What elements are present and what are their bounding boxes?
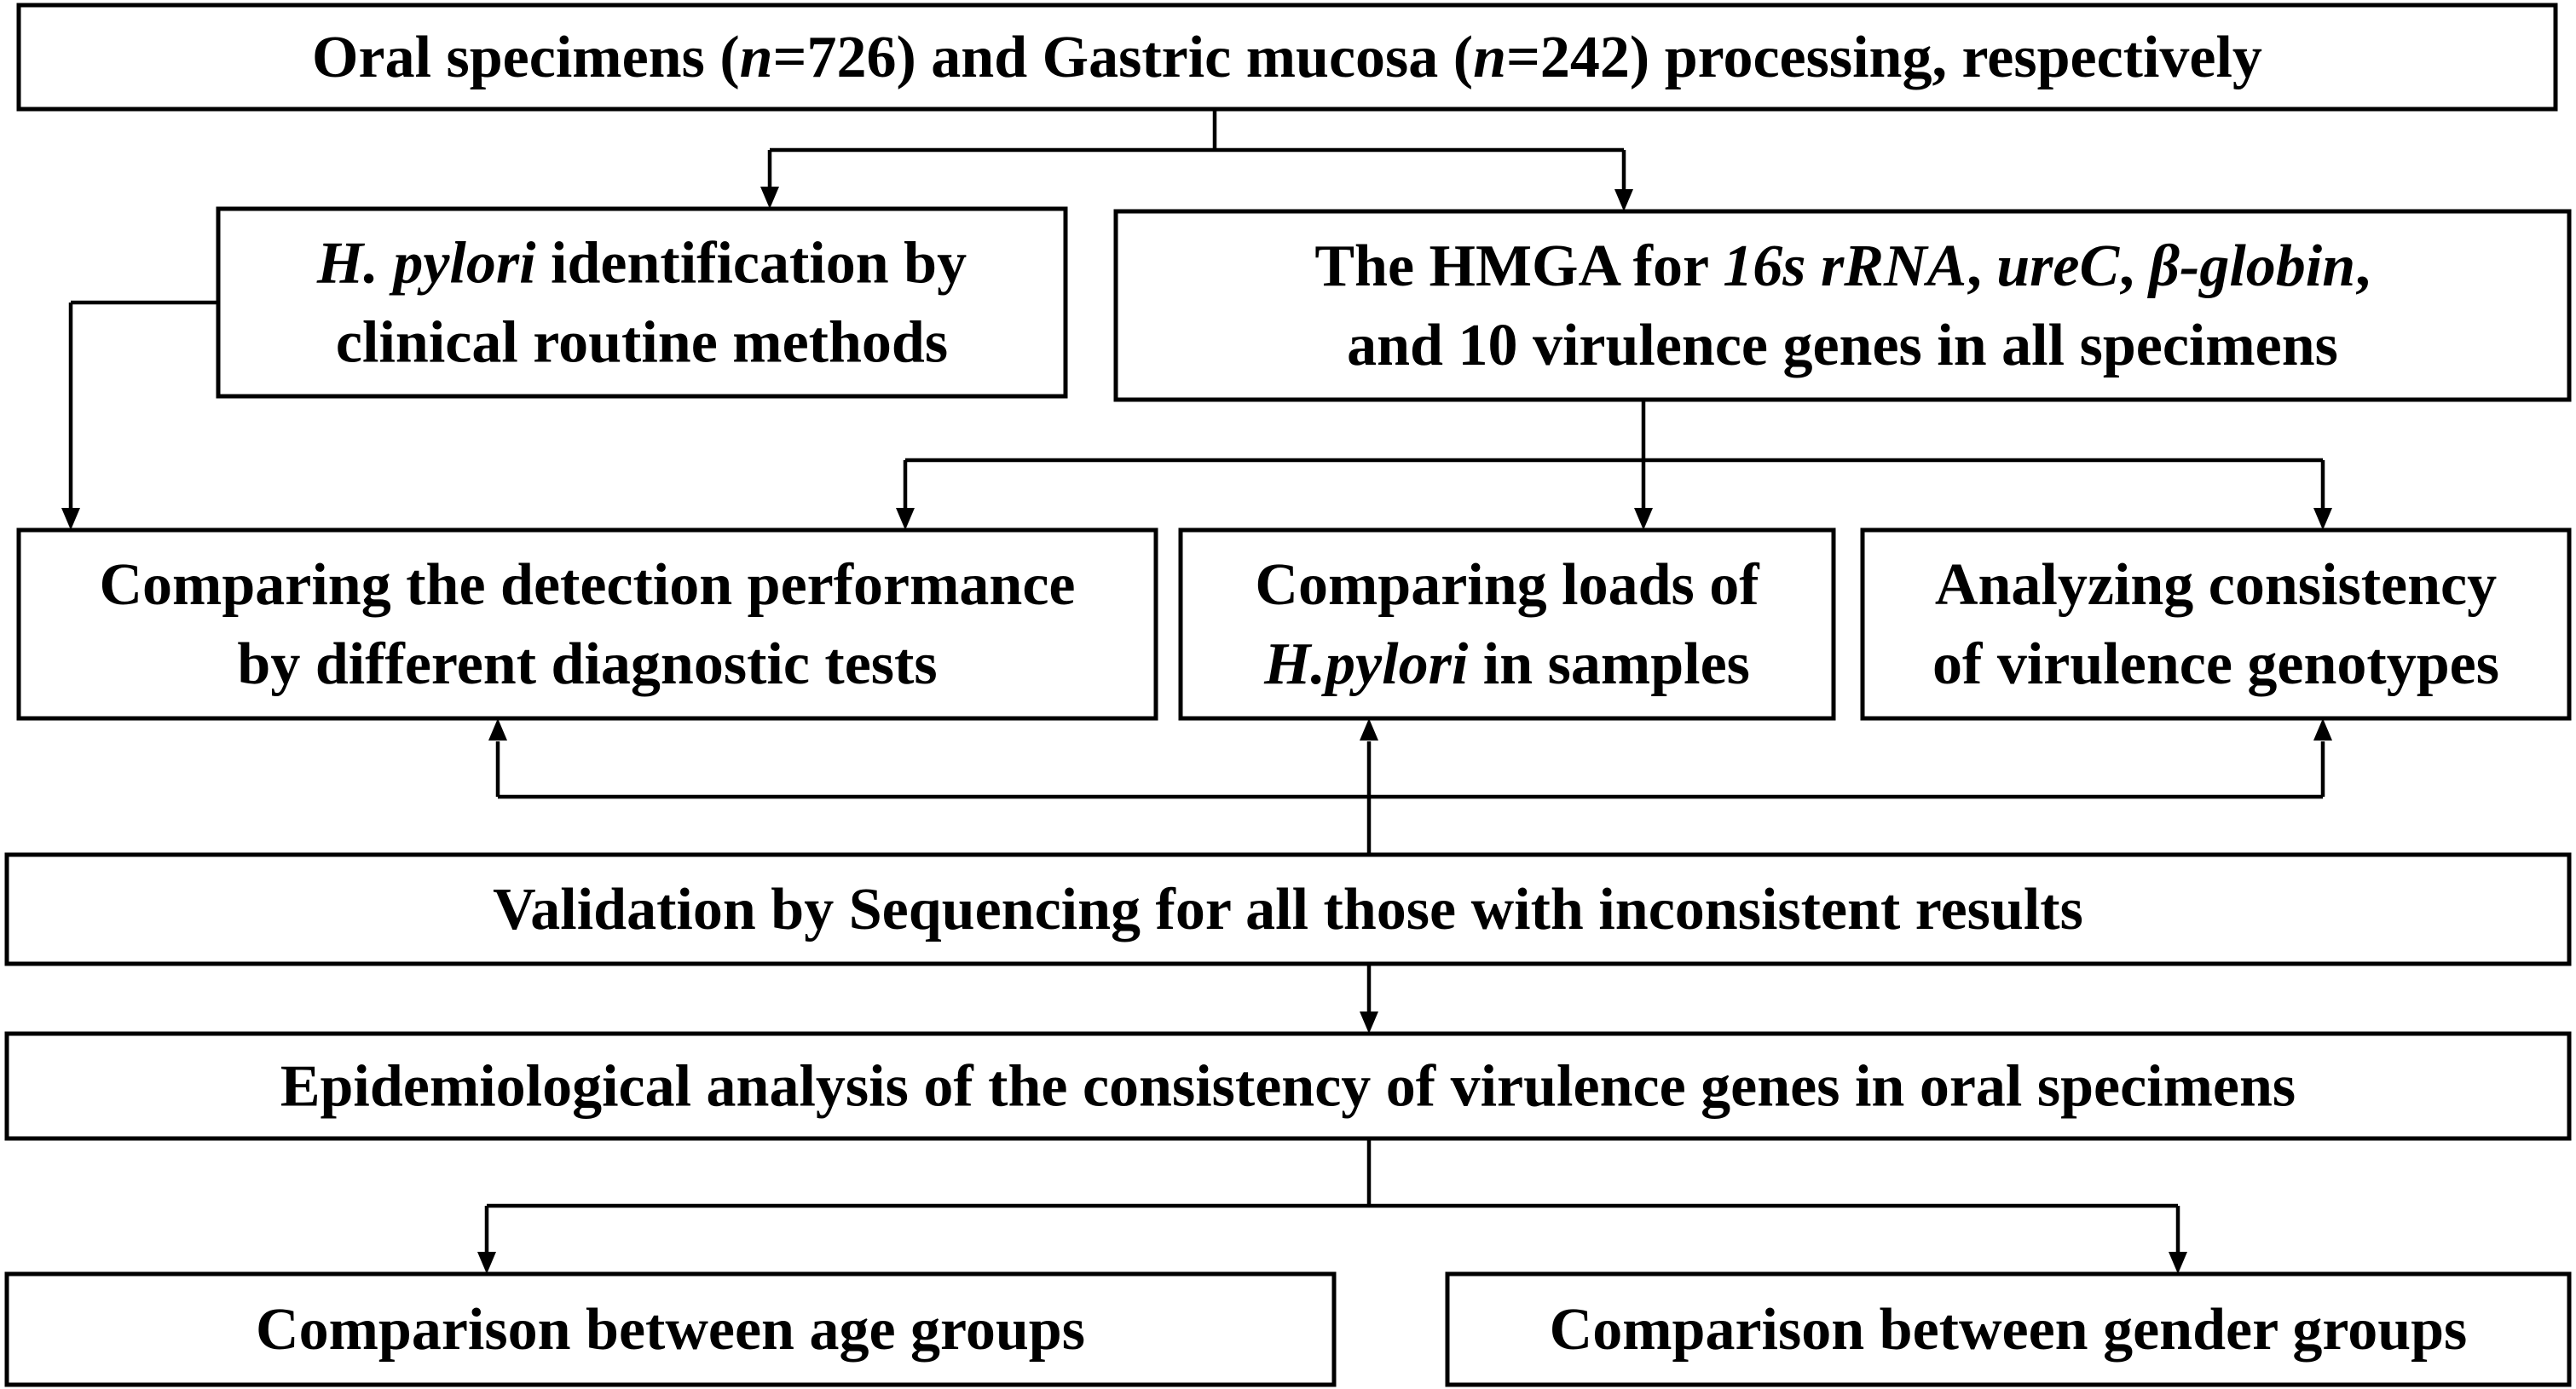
box-epidemiological-analysis-text-segment: Epidemiological analysis of the consiste… [280,1053,2296,1119]
box-loads-text-line-1: Comparing loads of [1255,552,1759,618]
box-age-groups-text-segment: Comparison between age groups [256,1297,1085,1363]
box-hmga-text-segment: The HMGA for [1314,233,1723,299]
box-detection-performance-text-line-1: Comparing the detection performance [99,552,1075,618]
box-hmga-text-segment: , [2355,233,2371,299]
box-loads-text-line-2: H.pylori in samples [1263,631,1750,697]
box-hpylori-identification-text-line-1: H. pylori identification by [316,230,967,296]
box-virulence-consistency-text-segment: Analyzing consistency [1935,552,2497,618]
arrowhead-down [1634,508,1653,530]
box-sequencing-validation-text-segment: Validation by Sequencing for all those w… [493,877,2083,942]
box-gender-groups-text-line-1: Comparison between gender groups [1550,1297,2468,1363]
arrowhead-up [2313,718,2332,741]
box-virulence-consistency: Analyzing consistency of virulence genoty… [1860,527,2572,721]
arrowhead-up [488,718,507,741]
box-specimen-processing: Oral specimens (n=726) and Gastric mucos… [16,3,2558,112]
box-specimen-processing-text-segment: Oral specimens ( [312,25,740,90]
box-age-groups: Comparison between age groups [4,1271,1337,1387]
arrowhead-down [477,1252,496,1274]
box-hmga-text-segment: ureC [1996,233,2120,299]
box-detection-performance-text-segment: Comparing the detection performance [99,552,1075,618]
box-hmga-text-segment: , [2119,233,2149,299]
box-loads: Comparing loads of H.pylori in samples [1178,527,1836,721]
box-sequencing-validation: Validation by Sequencing for all those w… [4,852,2572,966]
box-sequencing-validation-text-line-1: Validation by Sequencing for all those w… [493,877,2083,942]
box-sequencing-validation-frame [4,852,2572,966]
box-hpylori-identification-text-segment: clinical routine methods [336,309,948,375]
box-hpylori-identification-frame [216,206,1068,399]
box-detection-performance: Comparing the detection performance by di… [16,527,1158,721]
box-epidemiological-analysis-text-line-1: Epidemiological analysis of the consiste… [280,1053,2296,1119]
box-virulence-consistency-text-line-2: of virulence genotypes [1932,631,2499,697]
box-specimen-processing-text-segment: =242) processing, respectively [1506,25,2262,90]
box-epidemiological-analysis: Epidemiological analysis of the consiste… [4,1031,2572,1141]
box-detection-performance-text-segment: by different diagnostic tests [237,631,937,697]
box-virulence-consistency-text-line-1: Analyzing consistency [1935,552,2497,618]
box-hmga-text-segment: 16s rRNA [1723,233,1967,299]
box-epidemiological-analysis-frame [4,1031,2572,1141]
box-specimen-processing-text-segment: n [740,25,773,90]
box-loads-frame [1178,527,1836,721]
box-gender-groups-frame [1445,1271,2572,1387]
box-virulence-consistency-text-segment: of virulence genotypes [1932,631,2499,697]
arrowhead-down [61,508,80,530]
box-gender-groups: Comparison between gender groups [1445,1271,2572,1387]
box-hmga-text-segment: , [1967,233,1996,299]
box-hmga: The HMGA for 16s rRNA, ureC, β-globin, an… [1113,209,2572,402]
box-specimen-processing-text-segment: =726) and Gastric mucosa ( [773,25,1474,90]
box-loads-text-segment: Comparing loads of [1255,552,1759,618]
box-hmga-text-segment: and 10 virulence genes in all specimens [1347,313,2338,378]
arrowhead-down [2169,1252,2187,1274]
box-loads-text-segment: H.pylori [1263,631,1469,697]
box-hpylori-identification-text-segment: H. pylori [316,230,536,296]
box-virulence-consistency-frame [1860,527,2572,721]
arrowhead-down [896,508,915,530]
box-hmga-text-line-2: and 10 virulence genes in all specimens [1347,313,2338,378]
box-specimen-processing-frame [16,3,2558,112]
arrowhead-down [2313,508,2332,530]
box-loads-text-segment: in samples [1468,631,1750,697]
box-age-groups-frame [4,1271,1337,1387]
box-age-groups-text-line-1: Comparison between age groups [256,1297,1085,1363]
box-gender-groups-text-segment: Comparison between gender groups [1550,1297,2468,1363]
box-hmga-text-segment: β-globin [2146,233,2355,299]
box-hmga-text-line-1: The HMGA for 16s rRNA, ureC, β-globin, [1314,233,2370,299]
arrowhead-up [1360,718,1378,741]
connector-lines [61,109,2332,1274]
box-specimen-processing-text-segment: n [1473,25,1506,90]
box-hmga-frame [1113,209,2572,402]
box-hpylori-identification: H. pylori identification by clinical rout… [216,206,1068,399]
box-specimen-processing-text-line-1: Oral specimens (n=726) and Gastric mucos… [312,25,2262,90]
arrowhead-down [1360,1011,1378,1034]
box-detection-performance-frame [16,527,1158,721]
flowchart-boxes: Oral specimens (n=726) and Gastric mucos… [4,3,2572,1387]
arrowhead-down [760,187,779,209]
box-hpylori-identification-text-line-2: clinical routine methods [336,309,948,375]
box-detection-performance-text-line-2: by different diagnostic tests [237,631,937,697]
arrowhead-down [1614,189,1633,211]
box-hpylori-identification-text-segment: identification by [536,230,967,296]
